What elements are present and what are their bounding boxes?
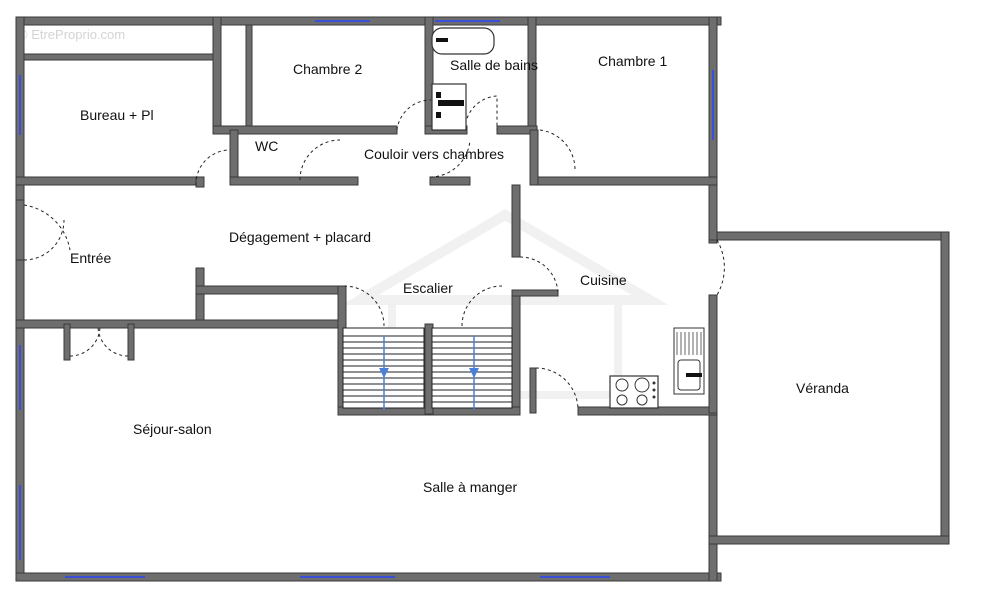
interior-walls <box>15 16 718 416</box>
label-escalier: Escalier <box>403 280 453 296</box>
label-salle-a-manger: Salle à manger <box>423 479 518 495</box>
stair-arrow-head-icon <box>469 368 479 378</box>
label-veranda: Véranda <box>796 380 849 396</box>
label-entree: Entrée <box>70 250 111 266</box>
label-chambre-1: Chambre 1 <box>598 53 667 69</box>
label-cuisine: Cuisine <box>580 272 627 288</box>
stair-arrow-head-icon <box>379 368 389 378</box>
watermark-text: © EtreProprio.com <box>18 27 125 42</box>
label-bureau: Bureau + Pl <box>80 107 154 123</box>
sink-icon <box>431 83 467 131</box>
windows <box>19 20 714 578</box>
label-degagement: Dégagement + placard <box>229 229 371 245</box>
stove-icon <box>609 375 659 409</box>
room-labels: Bureau + Pl Chambre 2 Salle de bains Cha… <box>70 53 849 495</box>
staircase <box>342 327 513 410</box>
label-chambre-2: Chambre 2 <box>293 61 362 77</box>
label-wc: WC <box>255 138 278 154</box>
label-sejour-salon: Séjour-salon <box>133 421 212 437</box>
kitchen-sink-icon <box>673 327 705 395</box>
bathtub-icon <box>431 27 495 55</box>
label-salle-de-bains: Salle de bains <box>450 57 538 73</box>
label-couloir: Couloir vers chambres <box>364 146 504 162</box>
